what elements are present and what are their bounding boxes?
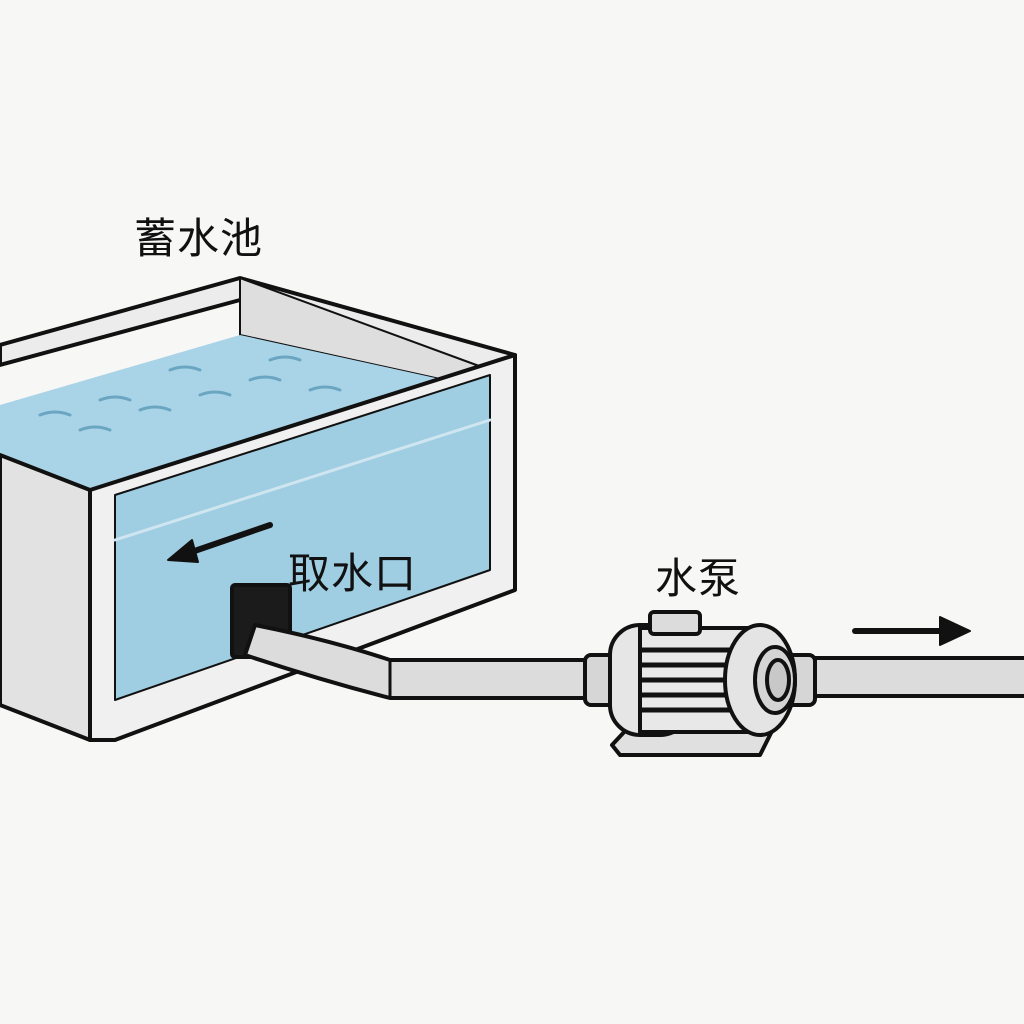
water-body — [114, 374, 491, 701]
intake-label: 取水口 — [288, 549, 418, 598]
outlet-pipe — [808, 656, 1024, 698]
arrow-left-icon — [167, 522, 273, 563]
arrow-right-icon — [852, 616, 971, 646]
water-surface — [0, 335, 490, 495]
tank-left-wall — [0, 453, 92, 742]
pump-label: 水泵 — [655, 554, 742, 603]
reservoir-label: 蓄水池 — [134, 214, 264, 263]
pump-icon — [583, 610, 817, 757]
intake-pipe — [243, 623, 592, 700]
water-ripples — [38, 355, 342, 432]
